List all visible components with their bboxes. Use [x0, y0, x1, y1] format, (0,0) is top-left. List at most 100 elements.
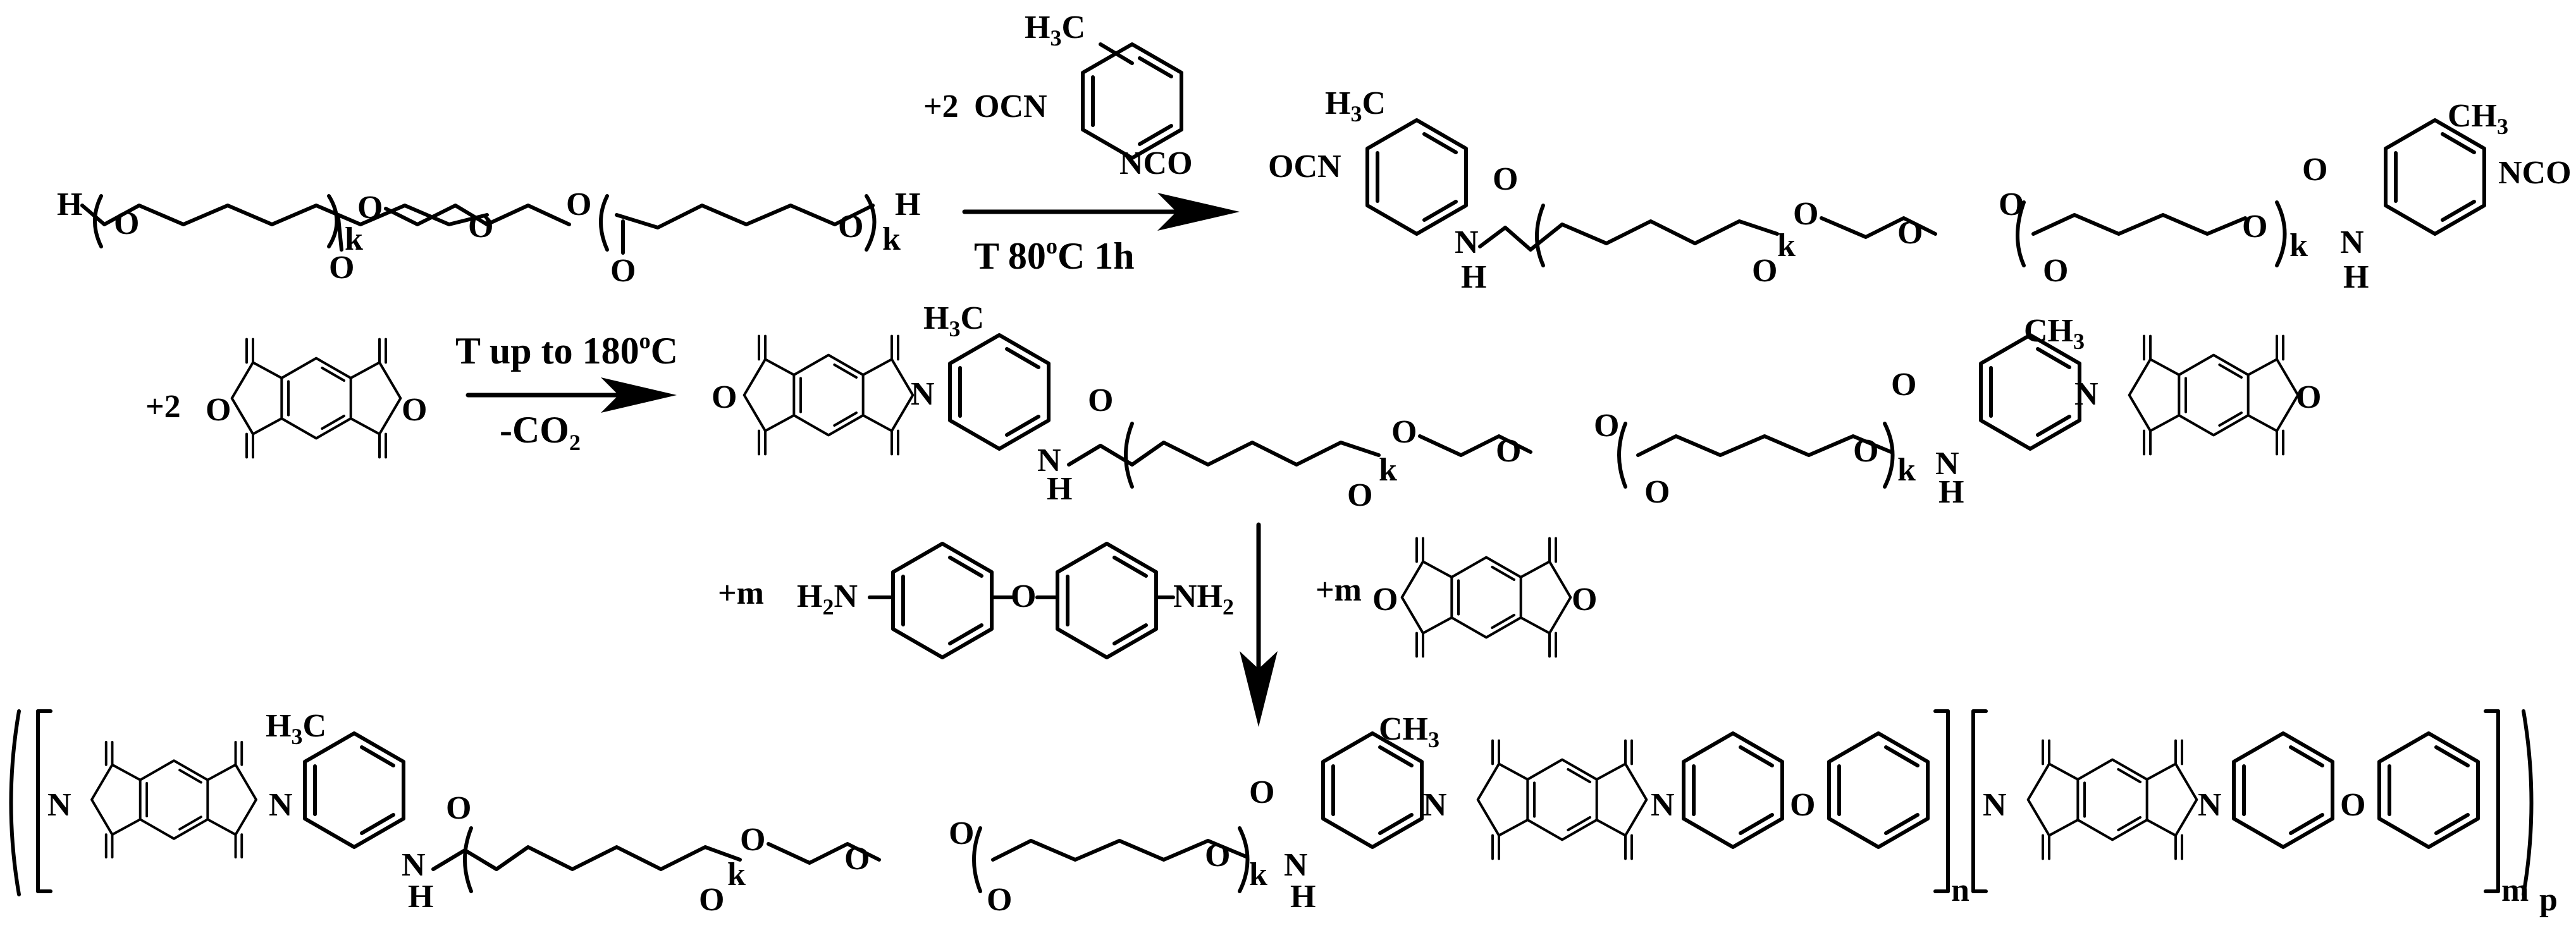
atom-O: O [2340, 787, 2365, 823]
reaction-arrow-2: T up to 180oC -CO2 [455, 328, 678, 455]
atom-O: O [949, 815, 974, 851]
atom-NH: N [1284, 847, 1308, 883]
atom-O: O [2302, 152, 2327, 188]
atom-O: O [2242, 209, 2267, 245]
final-polyimide: N N H3C N H O O k O O O O O k O N H CH3 … [9, 708, 2558, 918]
atom-NH: N [1935, 446, 1959, 482]
atom-NH2: NH2 [1173, 578, 1234, 620]
atom-N: N [47, 787, 71, 823]
atom-O: O [610, 253, 636, 289]
toluene-diisocyanate-reagent: +2 OCN H3C NCO [923, 9, 1193, 181]
atom-H3C: H3C [266, 708, 326, 749]
reagent-coefficient: +m [1316, 572, 1362, 608]
atom-N: N [269, 787, 293, 823]
atom-H: H [2343, 259, 2369, 295]
atom-CH3: CH3 [2024, 313, 2085, 354]
atom-O: O [1897, 215, 1923, 251]
atom-O: O [1891, 367, 1916, 403]
atom-O: O [1249, 774, 1274, 810]
subscript-k: k [1379, 452, 1397, 488]
atom-N: N [1651, 787, 1675, 823]
atom-N: N [2198, 787, 2222, 823]
atom-H3C: H3C [923, 300, 984, 341]
atom-O: O [357, 190, 383, 226]
atom-OCN: OCN [974, 89, 1047, 125]
atom-O: O [1347, 477, 1372, 513]
atom-O: O [1011, 578, 1036, 614]
subscript-k: k [1897, 452, 1916, 488]
atom-O: O [1391, 414, 1417, 450]
pmda-reagent-2: +m O O [1316, 539, 1597, 657]
atom-NH: N [402, 847, 426, 883]
atom-NCO: NCO [2498, 155, 2572, 191]
atom-O: O [402, 392, 427, 428]
atom-H: H [1290, 879, 1316, 915]
atom-NH: N [2340, 224, 2364, 260]
atom-O: O [1790, 787, 1815, 823]
atom-CH3: CH3 [1379, 711, 1439, 752]
atom-OCN: OCN [1268, 149, 1341, 185]
atom-H2N: H2N [797, 578, 858, 620]
subscript-k: k [2289, 228, 2308, 264]
reagent-coefficient: +m [718, 575, 764, 611]
condition-co2-loss: -CO2 [500, 409, 581, 455]
atom-O: O [1372, 582, 1398, 618]
atom-H: H [408, 879, 433, 915]
subscript-n: n [1951, 872, 1969, 908]
atom-O: O [206, 392, 231, 428]
oda-reagent: +m H2N O NH2 [718, 544, 1234, 657]
atom-H3C: H3C [1025, 9, 1085, 51]
diol-structure: H O k O O O O O O k H [57, 186, 920, 289]
subscript-k: k [727, 857, 746, 893]
atom-H-left: H [57, 186, 82, 223]
atom-H3C: H3C [1325, 85, 1386, 126]
atom-O: O [1752, 253, 1777, 289]
atom-O: O [468, 209, 493, 245]
atom-O: O [1644, 474, 1670, 510]
atom-O: O [1594, 408, 1619, 444]
prepolymer-nco-capped: OCN H3C N H O O k O O O O O k O N H CH3 … [1268, 85, 2572, 295]
atom-H: H [1047, 471, 1072, 507]
atom-H: H [1938, 474, 1964, 510]
atom-O: O [1493, 161, 1518, 197]
atom-O: O [566, 186, 591, 223]
atom-O: O [844, 841, 870, 877]
atom-NCO: NCO [1119, 145, 1193, 181]
pmda-reagent: +2 O O [145, 339, 427, 458]
atom-O: O [699, 882, 724, 918]
atom-O: O [1088, 382, 1113, 418]
anhydride-capped-prepolymer: O N H3C N H O O k O O O O O k O N H CH3 … [712, 300, 2321, 513]
subscript-p: p [2539, 882, 2558, 918]
subscript-k: k [1249, 857, 1267, 893]
condition-temperature-time: T 80oC 1h [974, 233, 1135, 277]
reagent-coefficient: +2 [923, 89, 959, 125]
atom-NH: N [1037, 443, 1061, 479]
atom-O: O [740, 822, 765, 858]
reaction-arrow-3 [1240, 522, 1278, 727]
atom-O: O [838, 209, 863, 245]
atom-O: O [712, 379, 737, 415]
atom-O: O [329, 250, 354, 286]
atom-O: O [1793, 196, 1818, 232]
atom-O: O [1205, 838, 1230, 874]
atom-O: O [2296, 379, 2321, 415]
atom-O: O [1572, 582, 1597, 618]
atom-NH: N [1455, 224, 1479, 260]
atom-H: H [1461, 259, 1486, 295]
subscript-k: k [345, 221, 363, 257]
atom-O: O [1853, 433, 1878, 469]
atom-CH3: CH3 [2448, 98, 2508, 139]
atom-O: O [987, 882, 1012, 918]
atom-N: N [911, 376, 935, 412]
atom-O: O [446, 790, 471, 826]
atom-O: O [2043, 253, 2068, 289]
subscript-k: k [882, 221, 901, 257]
atom-O: O [1496, 433, 1521, 469]
reaction-arrow-1: T 80oC 1h [962, 193, 1240, 277]
atom-N: N [1983, 787, 2007, 823]
atom-H-right: H [895, 186, 920, 223]
atom-N: N [1423, 787, 1447, 823]
atom-N: N [2074, 376, 2098, 412]
condition-temperature: T up to 180oC [455, 328, 678, 372]
